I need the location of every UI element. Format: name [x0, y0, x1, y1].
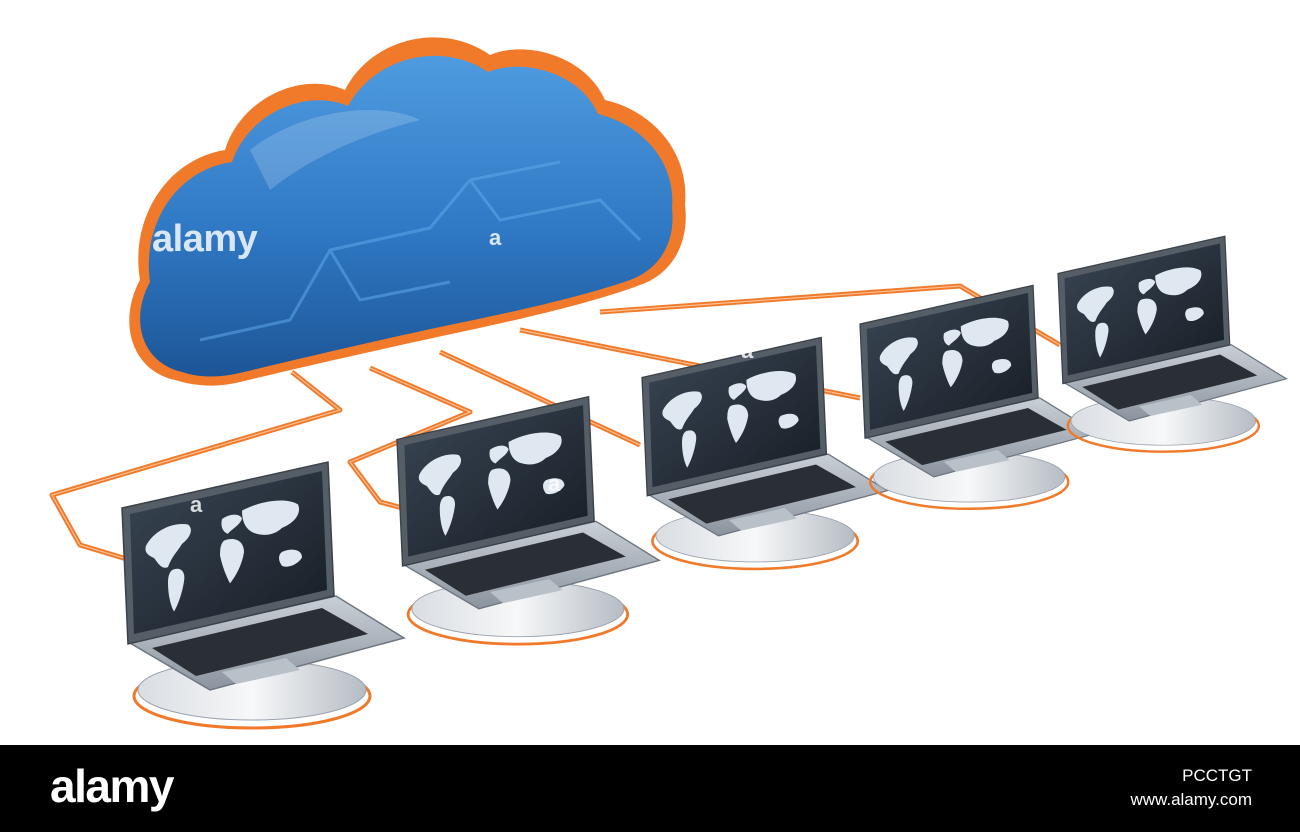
footer-url: www.alamy.com	[1130, 790, 1252, 809]
laptop-icon	[122, 462, 404, 728]
alamy-logo: alamy	[50, 760, 174, 812]
footer-info: PCCTGT www.alamy.com	[1130, 765, 1252, 811]
laptop-icon	[642, 337, 887, 568]
cloud-network-illustration: alamy a a a a a a a	[49, 37, 1300, 745]
laptop-icon	[1058, 236, 1286, 451]
image-id: PCCTGT	[1182, 766, 1252, 785]
cloud-icon	[129, 37, 686, 386]
stock-footer: alamy PCCTGT www.alamy.com	[0, 745, 1300, 832]
